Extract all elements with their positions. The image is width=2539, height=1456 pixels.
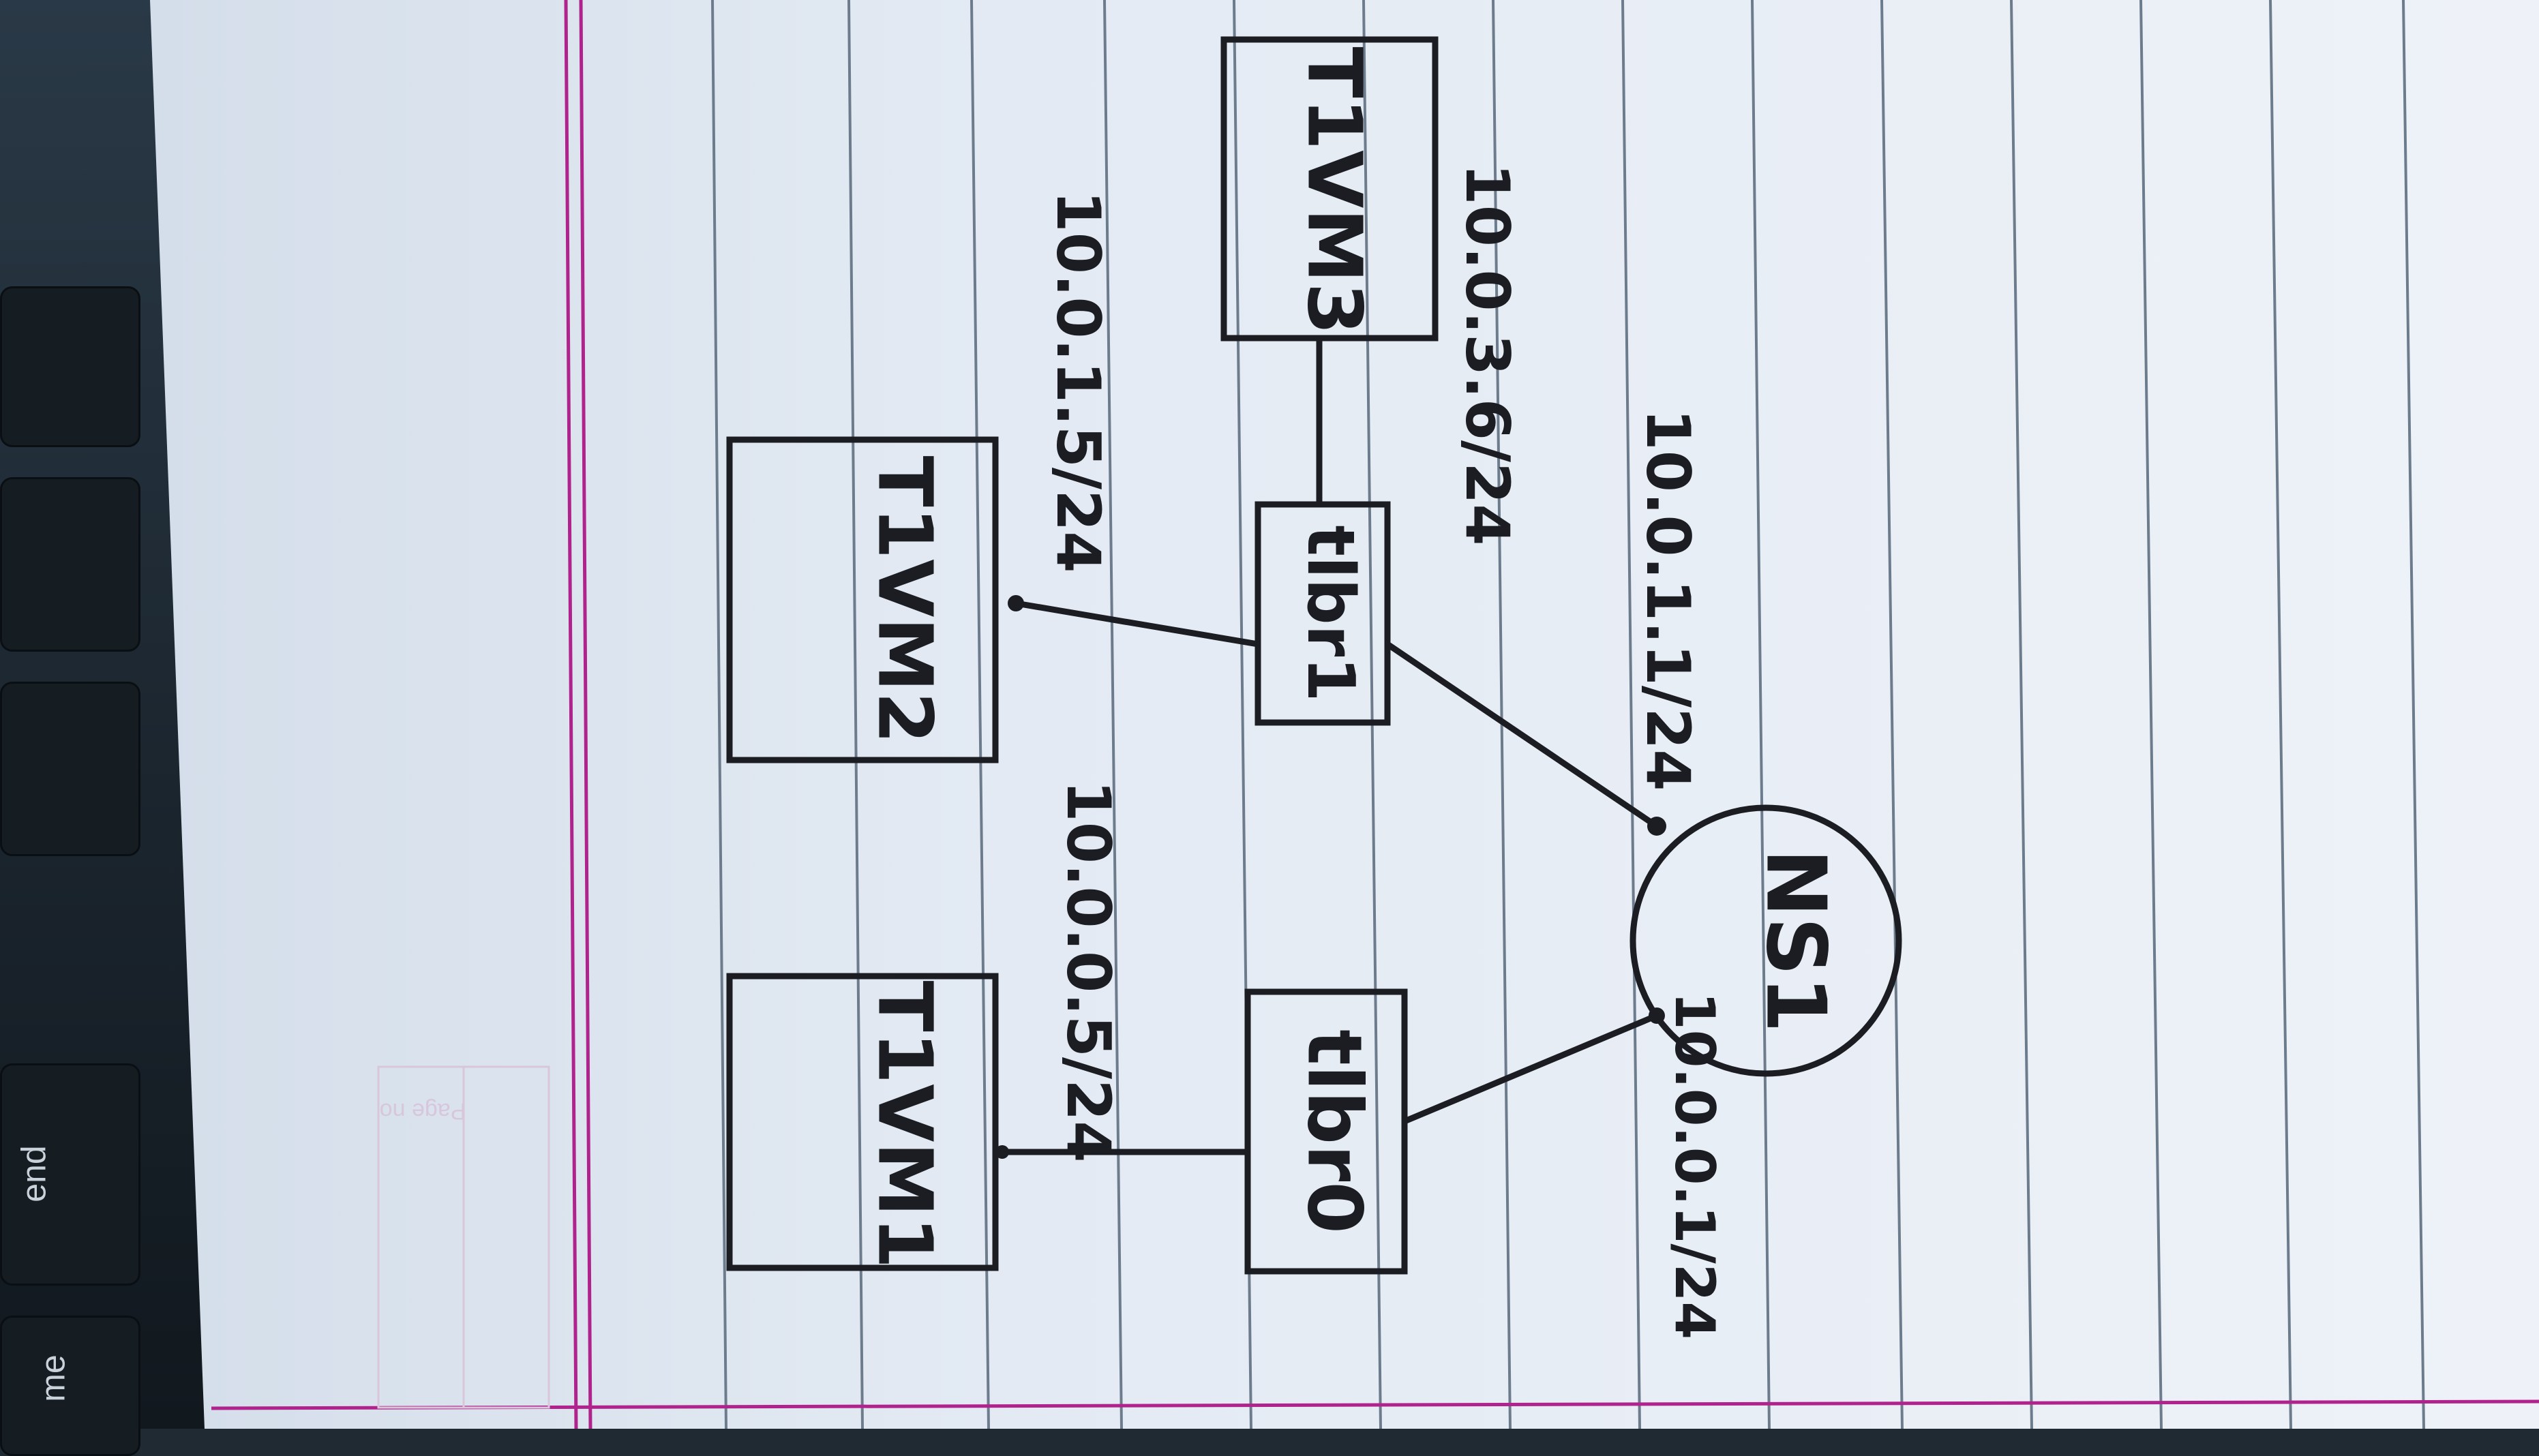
- tivm2-label: T1VM2: [862, 456, 949, 744]
- page-number-stamp: Page no: [379, 1098, 466, 1124]
- link-tlbr0-ns1: [1401, 1012, 1660, 1125]
- tlbr0-label: tlbr0: [1291, 1029, 1379, 1234]
- ns1-label: NS1: [1747, 849, 1842, 1033]
- keyboard-key: [0, 477, 140, 652]
- network-diagram: [726, 36, 1902, 1275]
- keyboard-key-end: end: [0, 1063, 140, 1286]
- tivm1-label: T1VM1: [862, 981, 949, 1269]
- ns1-circle: [1629, 804, 1902, 1077]
- ns1-right-ip-label: 10.0.1.1/24: [1633, 408, 1703, 791]
- tivm3-ip-label: 10.0.3.6/24: [1452, 163, 1522, 545]
- margin-lines: [211, 0, 2539, 1429]
- ruled-lines: [711, 0, 2425, 1429]
- tivm3-box: [1220, 36, 1439, 342]
- link-tivm2-tlbr1: [1012, 600, 1261, 648]
- tivm3-label: T1VM3: [1291, 47, 1379, 335]
- tivm2-ip-label: 10.0.1.5/24: [1043, 190, 1113, 573]
- tivm2-box: [726, 436, 999, 763]
- tlbr0-box: [1244, 988, 1408, 1275]
- keyboard-key: [0, 286, 140, 447]
- tivm1-ip-label: 10.0.0.5/24: [1053, 780, 1124, 1162]
- tlbr1-box: [1255, 501, 1391, 726]
- tlbr1-label: tlbr1: [1293, 526, 1368, 702]
- ns1-left-ip-label: 10.0.0.1/24: [1663, 992, 1726, 1339]
- link-tlbr1-ns1: [1384, 641, 1660, 830]
- connection-dots: [995, 595, 1666, 1159]
- keyboard-key: [0, 682, 140, 856]
- tivm1-box: [726, 973, 999, 1271]
- paper-sheet: [150, 0, 2539, 1429]
